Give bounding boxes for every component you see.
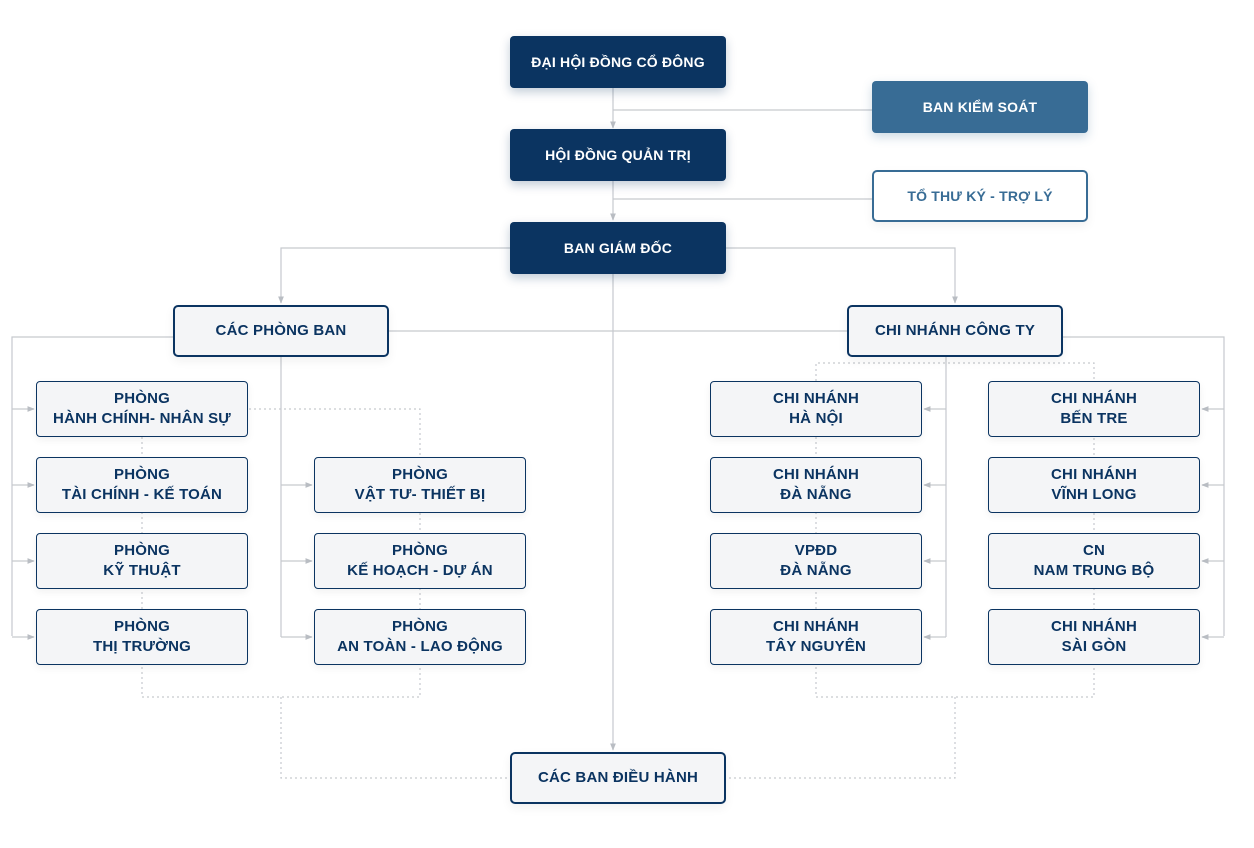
node-vpdd-da-nang: VPĐD ĐÀ NẴNG — [710, 533, 922, 589]
node-ban-kiem-soat: BAN KIỂM SOÁT — [872, 81, 1088, 133]
node-label-line: KẾ HOẠCH - DỰ ÁN — [347, 562, 493, 579]
node-label: PHÒNG VẬT TƯ- THIẾT BỊ — [355, 465, 486, 505]
node-label-line: HÀNH CHÍNH- NHÂN SỰ — [53, 410, 231, 427]
node-label-line: PHÒNG — [391, 618, 448, 635]
node-label: PHÒNG HÀNH CHÍNH- NHÂN SỰ — [53, 389, 231, 429]
node-label: CHI NHÁNH ĐÀ NẴNG — [773, 465, 859, 505]
node-dai-hoi-dong-co-dong: ĐẠI HỘI ĐỒNG CỔ ĐÔNG — [510, 36, 726, 88]
node-label-line: HÀ NỘI — [789, 410, 843, 427]
node-phong-thi-truong: PHÒNG THỊ TRƯỜNG — [36, 609, 248, 665]
node-label-line: SÀI GÒN — [1061, 638, 1127, 655]
node-label-line: TÂY NGUYÊN — [765, 638, 867, 655]
node-label-line: PHÒNG — [391, 466, 448, 483]
node-phong-hanh-chinh-nhan-su: PHÒNG HÀNH CHÍNH- NHÂN SỰ — [36, 381, 248, 437]
node-chi-nhanh-vinh-long: CHI NHÁNH VĨNH LONG — [988, 457, 1200, 513]
node-label-line: CHI NHÁNH — [1051, 466, 1137, 483]
node-label-line: NAM TRUNG BỘ — [1033, 562, 1155, 579]
node-label: VPĐD ĐÀ NẴNG — [780, 541, 851, 581]
node-label-line: CÁC PHÒNG BAN — [215, 322, 347, 339]
node-label-line: CHI NHÁNH — [773, 390, 859, 407]
node-label: CÁC BAN ĐIỀU HÀNH — [538, 768, 698, 788]
node-label-line: BAN GIÁM ĐỐC — [563, 240, 673, 256]
node-label: TỔ THƯ KÝ - TRỢ LÝ — [907, 186, 1052, 206]
node-label-line: VPĐD — [794, 542, 838, 559]
node-label-line: PHÒNG — [391, 542, 448, 559]
node-label-line: VĨNH LONG — [1051, 486, 1137, 503]
node-chi-nhanh-da-nang: CHI NHÁNH ĐÀ NẴNG — [710, 457, 922, 513]
node-chi-nhanh-cong-ty: CHI NHÁNH CÔNG TY — [847, 305, 1063, 357]
node-label-line: CÁC BAN ĐIỀU HÀNH — [537, 769, 699, 786]
node-label-line: ĐẠI HỘI ĐỒNG CỔ ĐÔNG — [531, 54, 705, 70]
node-label: CN NAM TRUNG BỘ — [1034, 541, 1155, 581]
node-label-line: BAN KIỂM SOÁT — [922, 99, 1038, 115]
node-label-line: CHI NHÁNH — [773, 618, 859, 635]
node-label-line: HỘI ĐỒNG QUẢN TRỊ — [545, 147, 691, 163]
node-hoi-dong-quan-tri: HỘI ĐỒNG QUẢN TRỊ — [510, 129, 726, 181]
node-label: PHÒNG TÀI CHÍNH - KẾ TOÁN — [62, 465, 222, 505]
node-label-line: KỸ THUẬT — [103, 562, 181, 579]
node-phong-ke-hoach-du-an: PHÒNG KẾ HOẠCH - DỰ ÁN — [314, 533, 526, 589]
node-cac-phong-ban: CÁC PHÒNG BAN — [173, 305, 389, 357]
node-label-line: ĐÀ NẴNG — [780, 486, 852, 503]
node-phong-an-toan-lao-dong: PHÒNG AN TOÀN - LAO ĐỘNG — [314, 609, 526, 665]
node-label-line: THỊ TRƯỜNG — [92, 638, 192, 655]
node-label-line: PHÒNG — [113, 466, 170, 483]
node-label: CÁC PHÒNG BAN — [216, 321, 347, 341]
node-cac-ban-dieu-hanh: CÁC BAN ĐIỀU HÀNH — [510, 752, 726, 804]
node-label: CHI NHÁNH BẾN TRE — [1051, 389, 1137, 429]
node-to-thu-ky-tro-ly: TỔ THƯ KÝ - TRỢ LÝ — [872, 170, 1088, 222]
node-label: CHI NHÁNH SÀI GÒN — [1051, 617, 1137, 657]
node-label-line: ĐÀ NẴNG — [780, 562, 852, 579]
node-label: PHÒNG KẾ HOẠCH - DỰ ÁN — [347, 541, 493, 581]
node-label: ĐẠI HỘI ĐỒNG CỔ ĐÔNG — [531, 52, 705, 72]
node-label: BAN GIÁM ĐỐC — [564, 238, 672, 258]
node-label-line: TỔ THƯ KÝ - TRỢ LÝ — [907, 188, 1053, 204]
node-cn-nam-trung-bo: CN NAM TRUNG BỘ — [988, 533, 1200, 589]
node-label-line: PHÒNG — [113, 618, 170, 635]
node-label-line: VẬT TƯ- THIẾT BỊ — [354, 486, 486, 503]
node-label: CHI NHÁNH CÔNG TY — [875, 321, 1035, 341]
node-chi-nhanh-ben-tre: CHI NHÁNH BẾN TRE — [988, 381, 1200, 437]
node-label-line: CN — [1082, 542, 1106, 559]
node-phong-vat-tu-thiet-bi: PHÒNG VẬT TƯ- THIẾT BỊ — [314, 457, 526, 513]
node-label: CHI NHÁNH TÂY NGUYÊN — [766, 617, 866, 657]
node-label: PHÒNG AN TOÀN - LAO ĐỘNG — [337, 617, 503, 657]
node-label-line: CHI NHÁNH — [1051, 618, 1137, 635]
node-label-line: AN TOÀN - LAO ĐỘNG — [337, 638, 503, 655]
node-label-line: CHI NHÁNH — [773, 466, 859, 483]
node-phong-tai-chinh-ke-toan: PHÒNG TÀI CHÍNH - KẾ TOÁN — [36, 457, 248, 513]
node-phong-ky-thuat: PHÒNG KỸ THUẬT — [36, 533, 248, 589]
node-label: CHI NHÁNH HÀ NỘI — [773, 389, 859, 429]
node-label-line: PHÒNG — [113, 390, 170, 407]
node-label-line: CHI NHÁNH CÔNG TY — [874, 322, 1036, 339]
node-label-line: TÀI CHÍNH - KẾ TOÁN — [61, 486, 223, 503]
node-label-line: BẾN TRE — [1060, 410, 1128, 427]
node-label-line: PHÒNG — [113, 542, 170, 559]
node-chi-nhanh-ha-noi: CHI NHÁNH HÀ NỘI — [710, 381, 922, 437]
node-label: HỘI ĐỒNG QUẢN TRỊ — [545, 145, 691, 165]
node-chi-nhanh-sai-gon: CHI NHÁNH SÀI GÒN — [988, 609, 1200, 665]
node-label: BAN KIỂM SOÁT — [923, 97, 1038, 117]
node-label: CHI NHÁNH VĨNH LONG — [1051, 465, 1137, 505]
node-label-line: CHI NHÁNH — [1051, 390, 1137, 407]
node-label: PHÒNG THỊ TRƯỜNG — [93, 617, 191, 657]
node-ban-giam-doc: BAN GIÁM ĐỐC — [510, 222, 726, 274]
node-label: PHÒNG KỸ THUẬT — [103, 541, 180, 581]
node-chi-nhanh-tay-nguyen: CHI NHÁNH TÂY NGUYÊN — [710, 609, 922, 665]
